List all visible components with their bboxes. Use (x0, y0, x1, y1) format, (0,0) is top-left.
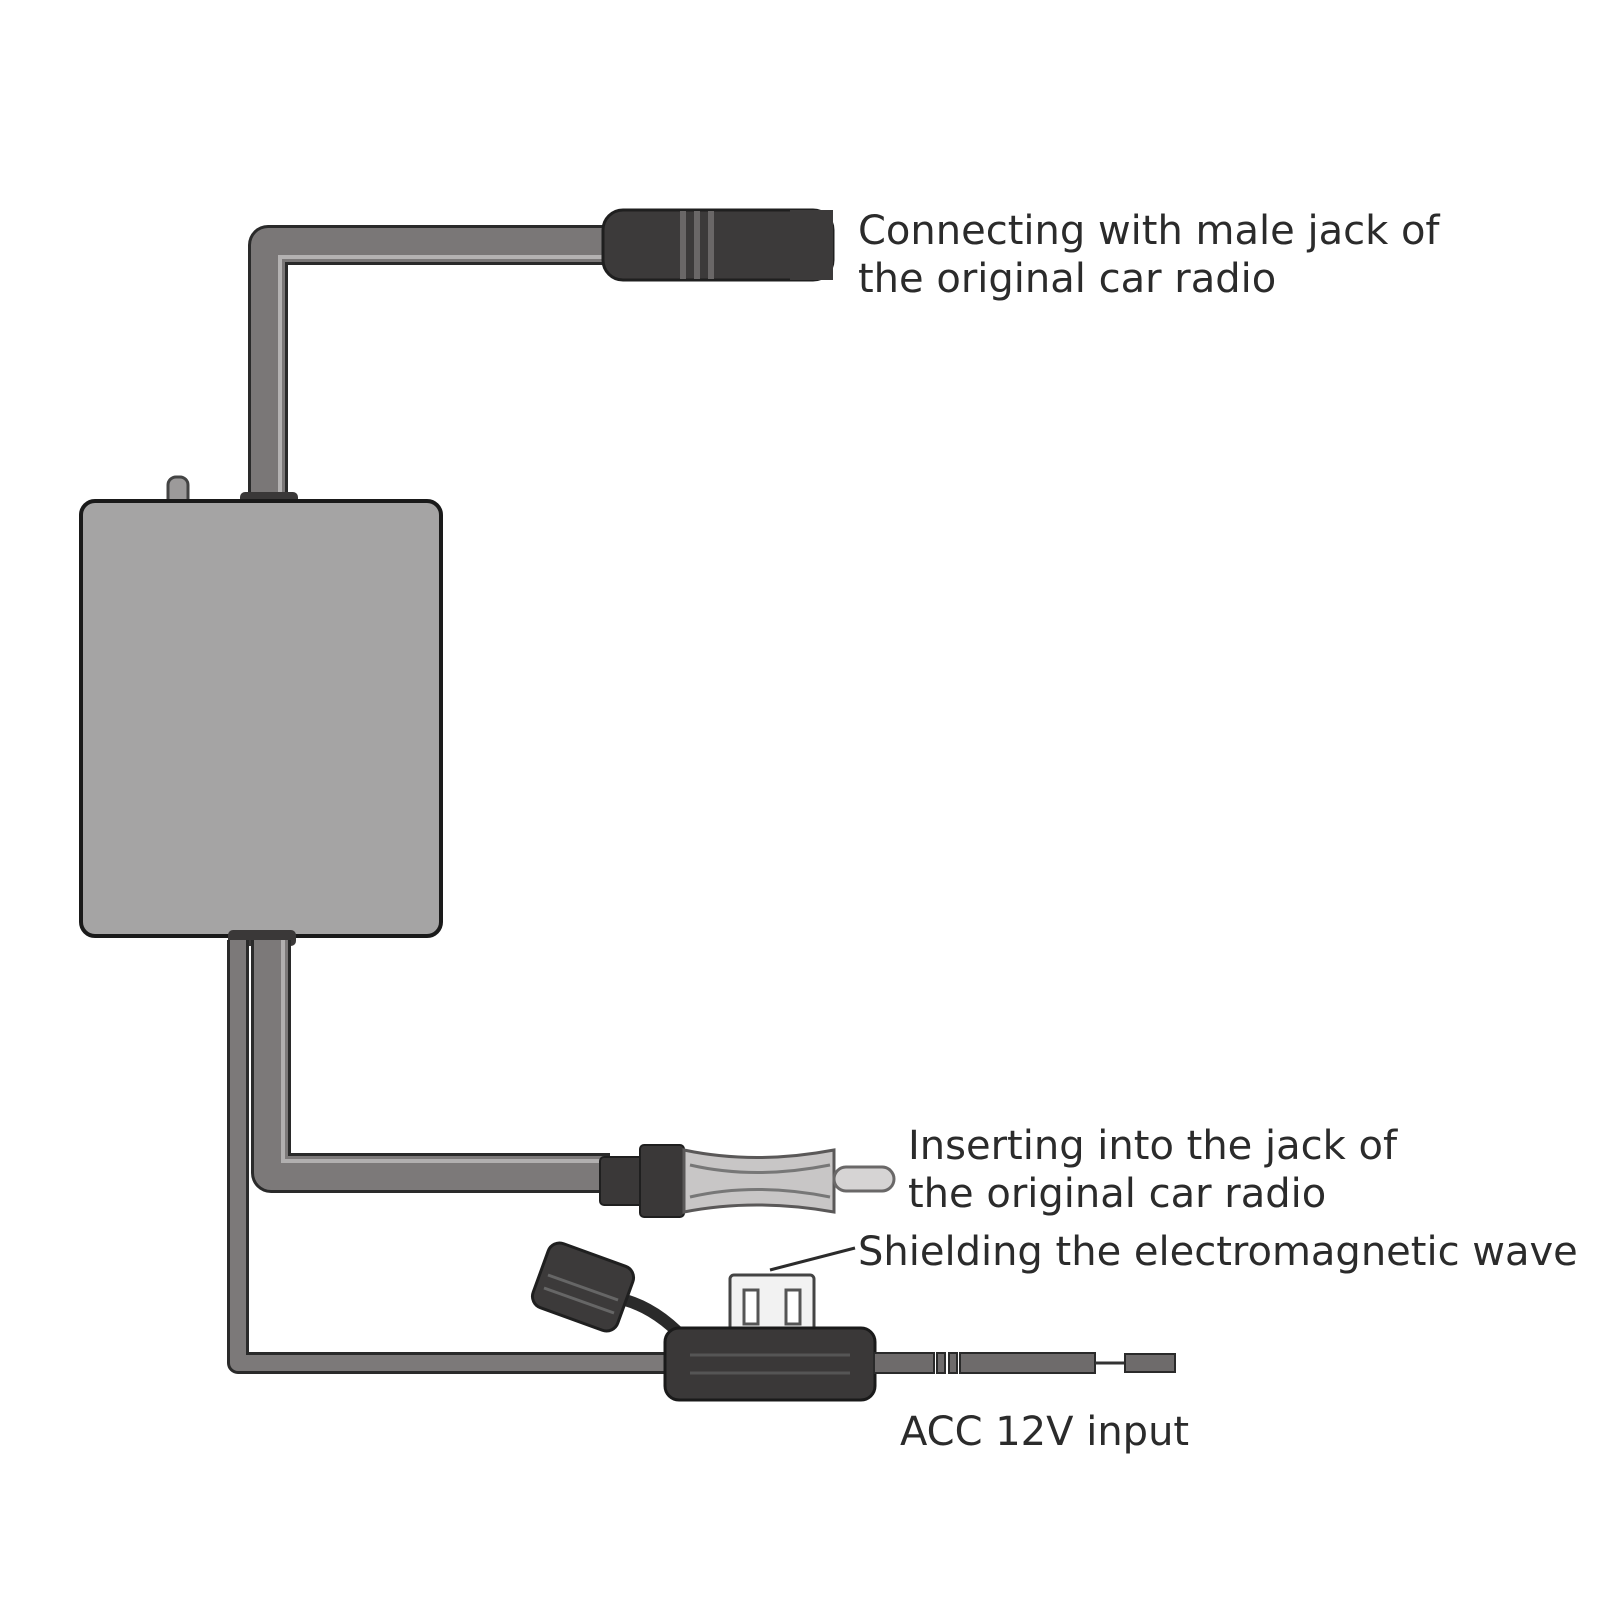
female-jack-connector (601, 208, 835, 282)
shield-leader-line (769, 1246, 856, 1272)
amplifier-box (79, 499, 443, 938)
rca-plug-label: Inserting into the jack of the original … (908, 1122, 1397, 1218)
top-connector-label-line1: Connecting with male jack of (858, 208, 1440, 254)
top-connector-label: Connecting with male jack of the origina… (858, 207, 1440, 303)
top-connector-label-line2: the original car radio (858, 256, 1277, 302)
fuse-holder (663, 1326, 877, 1402)
fuse-cap (530, 1241, 695, 1349)
rca-plug-label-line2: the original car radio (908, 1171, 1327, 1217)
blade-fuse (728, 1273, 816, 1335)
rca-cable (251, 940, 610, 1193)
power-wire (227, 940, 680, 1374)
rca-plug-label-line1: Inserting into the jack of (908, 1123, 1398, 1169)
power-input-label: ACC 12V input (900, 1409, 1190, 1455)
top-cable (248, 225, 612, 500)
rca-male-plug (599, 1144, 896, 1218)
acc-wire (873, 1352, 1176, 1374)
fuse-shield-label: Shielding the electromagnetic wave (858, 1229, 1578, 1275)
